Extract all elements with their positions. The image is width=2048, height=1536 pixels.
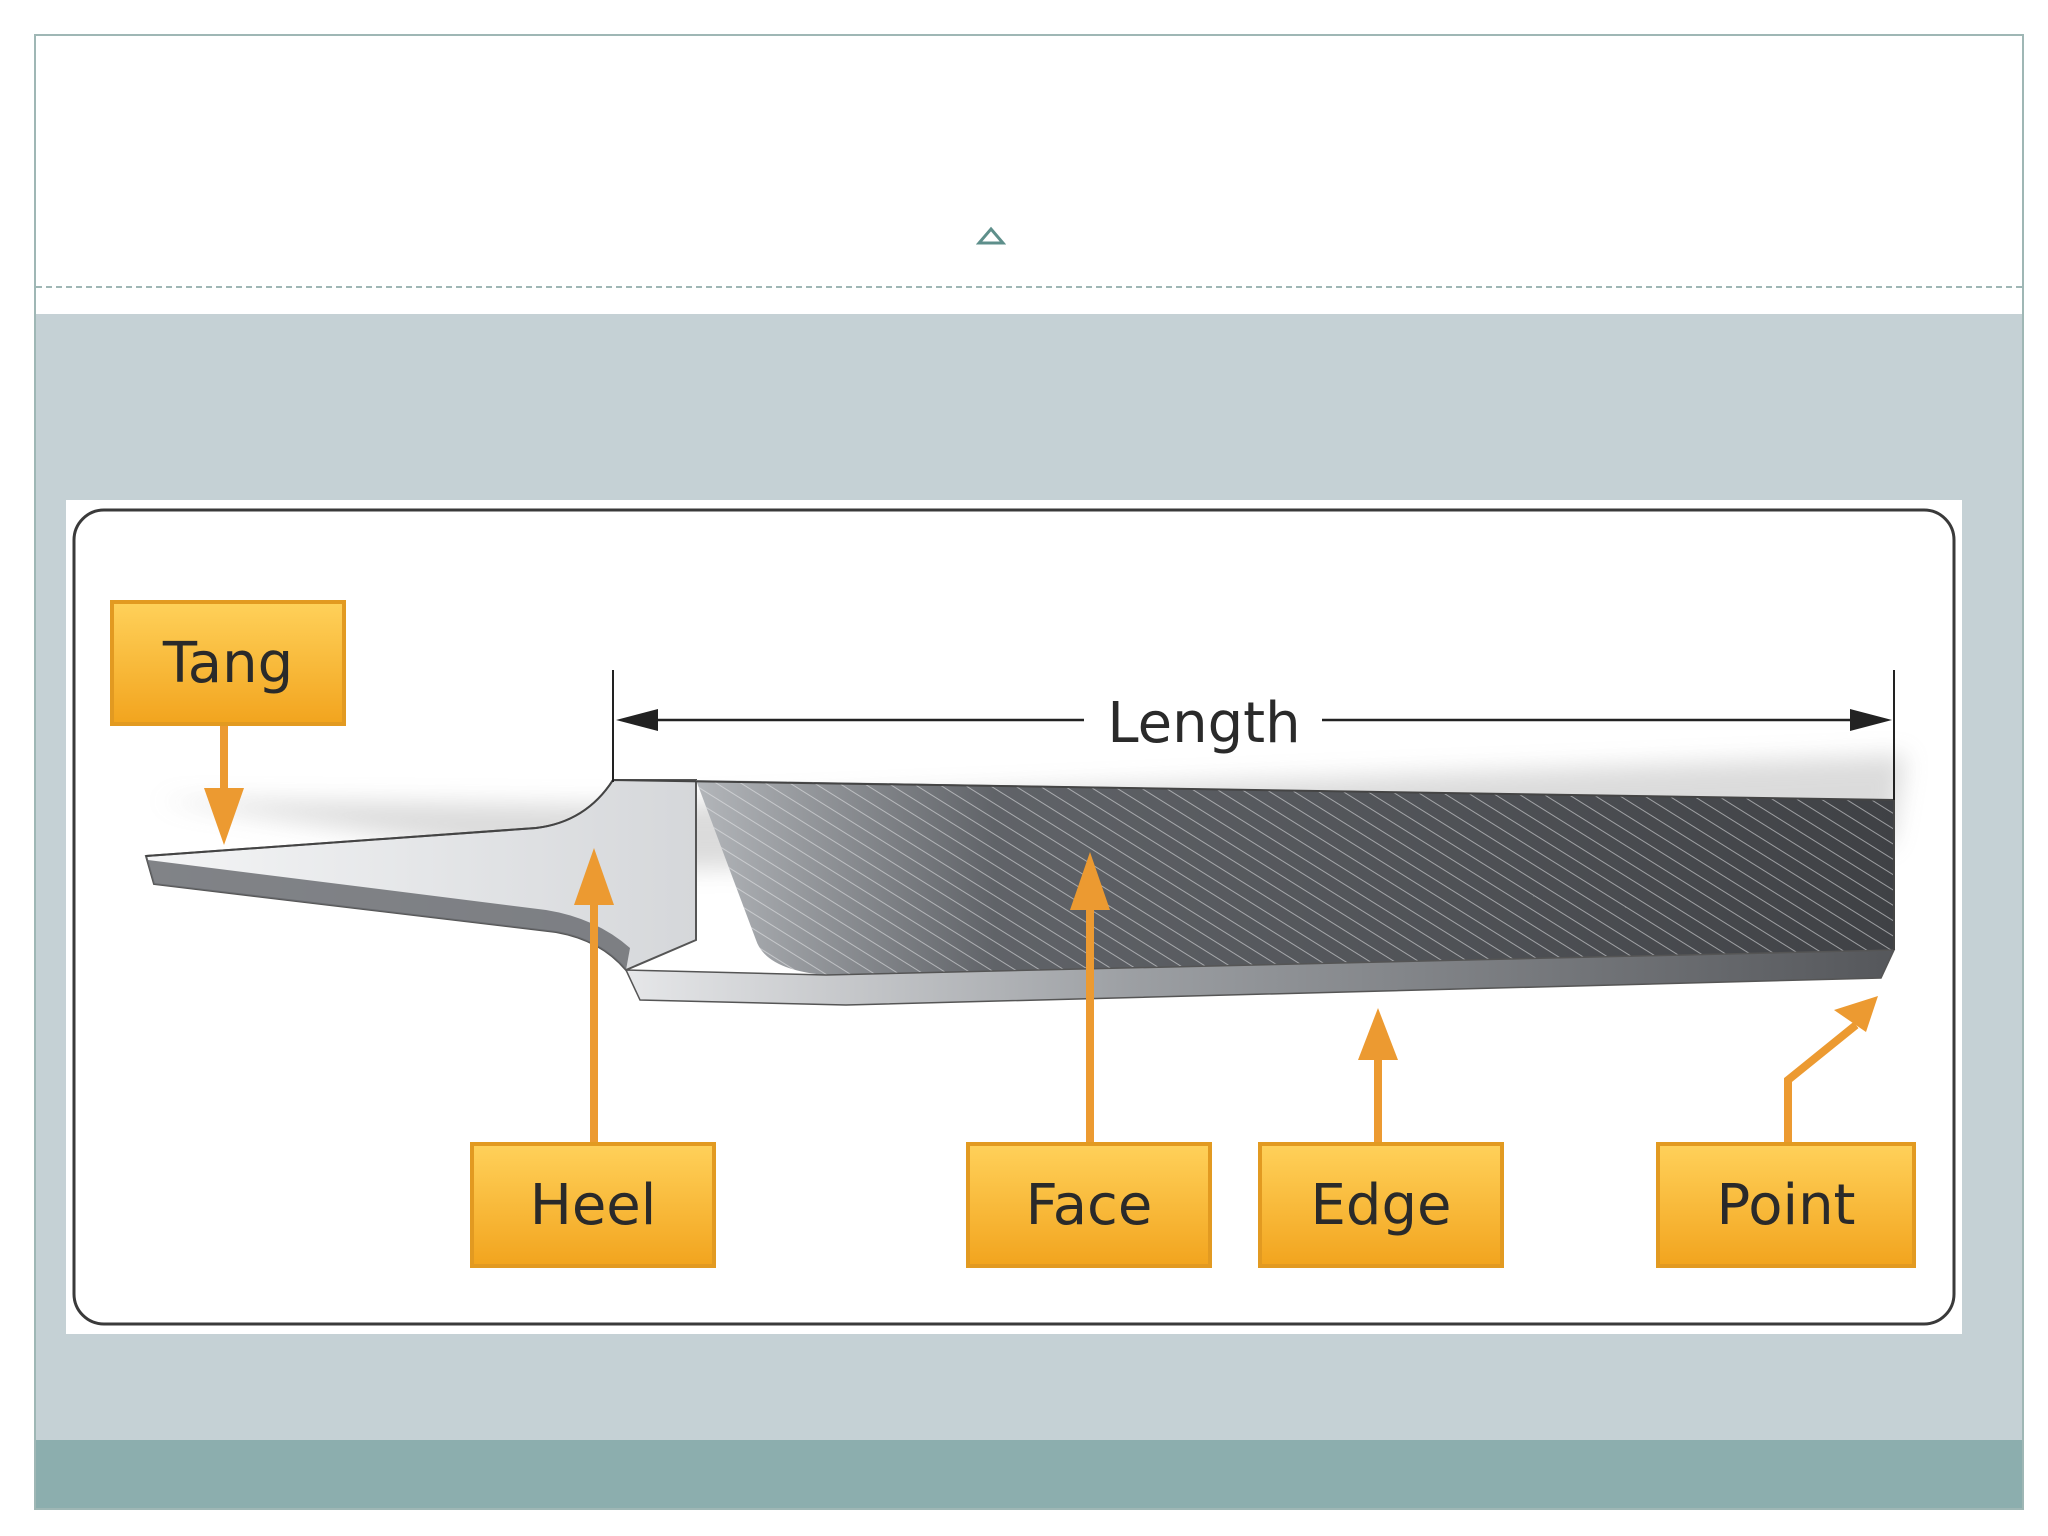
edge-arrow-icon (1358, 1008, 1398, 1060)
point-arrow-icon (1834, 996, 1878, 1032)
tang-label-box (110, 600, 346, 726)
length-label: Length (1107, 691, 1300, 756)
file-anatomy-figure: Length Tang Heel Face Edge Point (66, 500, 1962, 1334)
file-diagram: Length Tang Heel Face Edge Point (72, 508, 1956, 1326)
point-label: Point (1716, 1173, 1855, 1238)
point-label-box (1656, 1142, 1916, 1268)
slide-header (36, 36, 2022, 286)
length-arrow-left-icon (616, 709, 658, 731)
heel-label-box (470, 1142, 716, 1268)
tang-arrow-icon (204, 788, 244, 845)
face-arrow-icon (1070, 852, 1110, 910)
slide-footer (36, 1440, 2022, 1508)
file-edge (624, 949, 1896, 1006)
header-divider (36, 286, 2022, 288)
face-label: Face (1026, 1173, 1153, 1238)
face-label-box (966, 1142, 1212, 1268)
triangle-marker-icon (976, 226, 1006, 245)
heel-arrow-icon (574, 848, 614, 905)
length-arrow-right-icon (1850, 709, 1892, 731)
edge-label: Edge (1311, 1173, 1452, 1238)
heel-label: Heel (530, 1173, 657, 1238)
edge-label-box (1258, 1142, 1504, 1268)
tang-label: Tang (162, 631, 293, 696)
